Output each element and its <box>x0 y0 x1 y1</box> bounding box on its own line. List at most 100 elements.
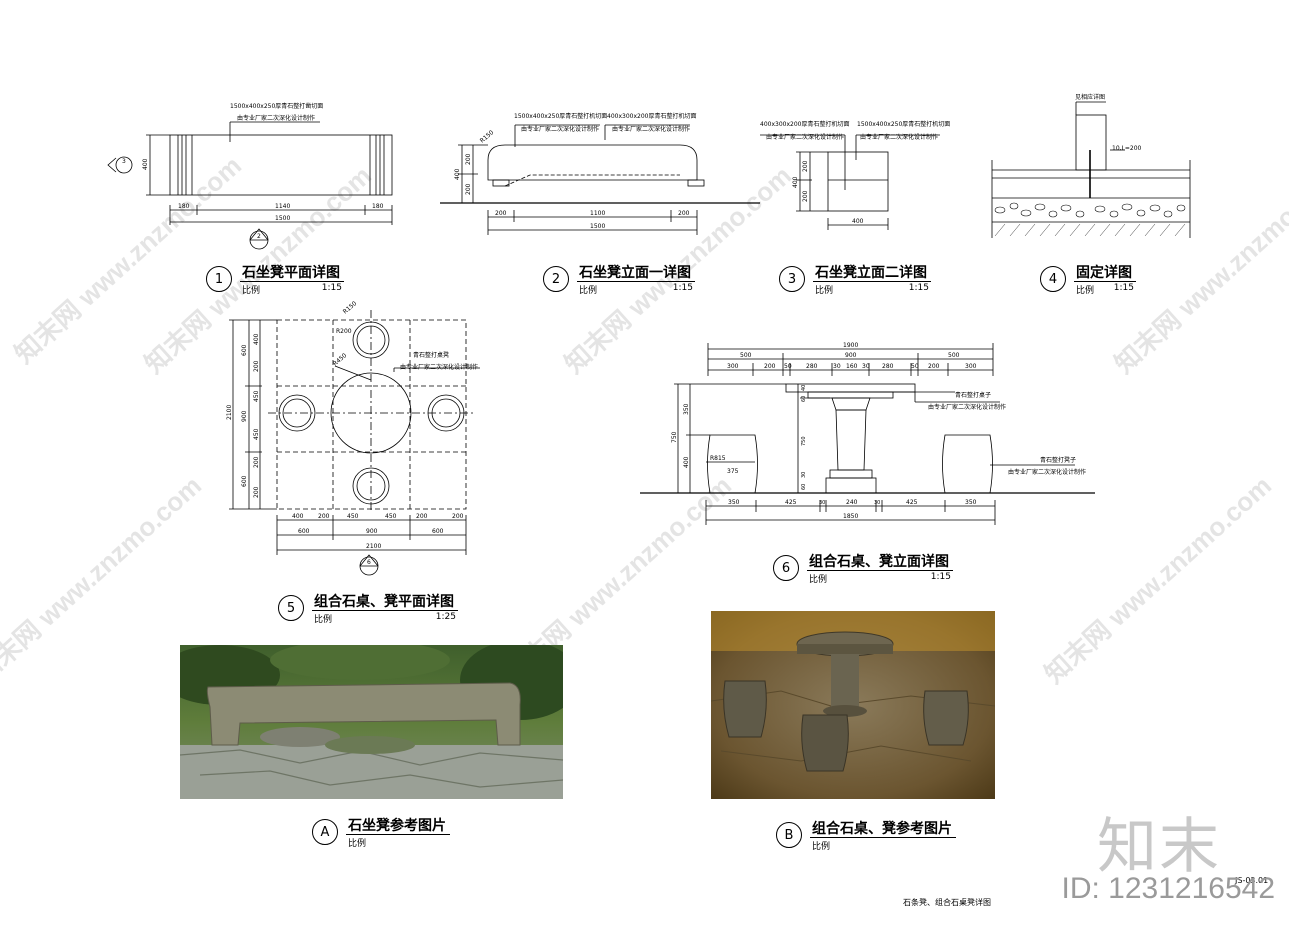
d3-h2: 200 <box>802 190 809 202</box>
d6-note-a2: 由专业厂家二次深化设计制作 <box>928 403 1006 411</box>
d2-total: 1500 <box>590 223 605 230</box>
title-photo-b: B 组合石桌、凳参考图片 比例 <box>776 822 956 852</box>
d6-inner-h1: 40 <box>801 385 807 391</box>
detail-title: 石坐凳立面一详图 <box>577 266 695 282</box>
d6-top-2c: 50 <box>784 363 792 370</box>
detail-number: 6 <box>773 555 799 581</box>
d1-dim-mid: 1140 <box>275 203 290 210</box>
d1-note2: 由专业厂家二次深化设计制作 <box>237 114 315 122</box>
d6-height-2: 400 <box>683 456 690 468</box>
scale-label: 比例 <box>579 286 598 296</box>
d6-top-2k: 300 <box>965 363 977 370</box>
d2-note-b2: 由专业厂家二次深化设计制作 <box>612 125 690 133</box>
d5-marker: 6 <box>367 559 371 566</box>
d3-note-b1: 1500x400x250厚青石整打机切面 <box>857 120 950 128</box>
scale-label: 比例 <box>348 839 367 849</box>
d2-note-a2: 由专业厂家二次深化设计制作 <box>521 125 599 133</box>
d1-marker-bottom: 2 <box>257 233 261 240</box>
d1-total: 1500 <box>275 215 290 222</box>
d3-note-a1: 400x300x200厚青石整打机切面 <box>760 120 849 128</box>
detail-number: 3 <box>779 266 805 292</box>
d6-bottom-1: 350 <box>728 499 740 506</box>
d5-bottom-outer-2: 900 <box>366 528 378 535</box>
detail-number: 2 <box>543 266 569 292</box>
reference-photo-stone-table-set <box>711 611 995 799</box>
detail-2-elevation <box>440 124 760 235</box>
photo-b-illustration <box>711 611 995 799</box>
d6-top-2a: 300 <box>727 363 739 370</box>
d6-top-2d: 280 <box>806 363 818 370</box>
scale-value: 1:25 <box>435 612 456 622</box>
d5-left-inner-4: 450 <box>253 428 260 440</box>
scale-label: 比例 <box>1076 286 1095 296</box>
d6-height-1: 350 <box>683 403 690 415</box>
d2-note-a1: 1500x400x250厚青石整打机切面 <box>514 112 607 120</box>
watermark-logo: 知末 <box>1097 812 1221 882</box>
d6-inner-h5: 60 <box>801 484 807 490</box>
d3-note-a2: 由专业厂家二次深化设计制作 <box>766 133 844 141</box>
d5-r3: R450 <box>332 352 349 368</box>
d5-note1: 青石整打桌凳 <box>413 351 449 359</box>
d6-note-b2: 由专业厂家二次深化设计制作 <box>1008 468 1086 476</box>
d5-r1: R150 <box>342 300 359 316</box>
d6-top-total: 1900 <box>843 342 858 349</box>
scale-value: 1:15 <box>930 572 951 582</box>
d2-dim-left: 200 <box>495 210 507 217</box>
d6-bottom-4: 240 <box>846 499 858 506</box>
scale-label: 比例 <box>812 842 831 852</box>
d2-dim-right: 200 <box>678 210 690 217</box>
d5-left-inner-5: 200 <box>253 456 260 468</box>
detail-6-elevation <box>640 343 1095 525</box>
d5-left-outer-2: 900 <box>241 410 248 422</box>
d2-height-1: 200 <box>465 153 472 165</box>
d3-note-b2: 由专业厂家二次深化设计制作 <box>860 133 938 141</box>
scale-value: 1:15 <box>321 283 342 293</box>
detail-5-plan <box>229 310 480 576</box>
title-detail-2: 2 石坐凳立面一详图 比例 1:15 <box>543 266 695 296</box>
title-detail-4: 4 固定详图 比例 1:15 <box>1040 266 1136 296</box>
d6-bottom-5: 30 <box>874 500 880 506</box>
d5-bottom-inner-6: 200 <box>452 513 464 520</box>
detail-1-plan <box>107 121 393 250</box>
d6-inner-h3: 750 <box>801 436 807 446</box>
d1-marker-side: 3 <box>122 158 126 165</box>
d6-top-2f: 160 <box>846 363 858 370</box>
scale-value: 1:15 <box>672 283 693 293</box>
scale-label: 比例 <box>809 575 828 585</box>
scale-label: 比例 <box>242 286 261 296</box>
d6-top-1c: 500 <box>948 352 960 359</box>
scale-value: 1:15 <box>1113 283 1134 293</box>
d6-inner-h2: 60 <box>801 396 807 402</box>
fixing-gravel-layer <box>994 202 1186 218</box>
d5-left-inner-3: 450 <box>253 390 260 402</box>
d3-width: 400 <box>852 218 864 225</box>
d5-total-h: 2100 <box>226 405 233 420</box>
d4-level: 10,L=200 <box>1112 145 1142 152</box>
d1-dim-right: 180 <box>372 203 384 210</box>
d2-height-2: 200 <box>465 183 472 195</box>
d6-top-2j: 200 <box>928 363 940 370</box>
d3-total-h: 400 <box>792 176 799 188</box>
d1-note1: 1500x400x250厚青石整打凿切面 <box>230 102 323 110</box>
detail-3-elevation <box>760 134 940 230</box>
d5-left-inner-1: 400 <box>253 333 260 345</box>
d6-top-2i: 50 <box>911 363 919 370</box>
d6-top-2e: 30 <box>833 363 841 370</box>
d6-total-h: 750 <box>671 431 678 443</box>
d6-top-2h: 280 <box>882 363 894 370</box>
d6-note-b1: 青石整打凳子 <box>1040 456 1076 464</box>
d5-total: 2100 <box>366 543 381 550</box>
detail-number: 4 <box>1040 266 1066 292</box>
sheet-number: JS-03.01 <box>1235 876 1269 885</box>
d6-bottom-7: 350 <box>965 499 977 506</box>
d5-r2: R200 <box>336 328 352 335</box>
d5-left-outer-1: 600 <box>241 344 248 356</box>
scale-label: 比例 <box>314 615 333 625</box>
d6-radius: R815 <box>710 455 726 462</box>
detail-title: 石坐凳参考图片 <box>346 819 450 835</box>
detail-title: 固定详图 <box>1074 266 1136 282</box>
